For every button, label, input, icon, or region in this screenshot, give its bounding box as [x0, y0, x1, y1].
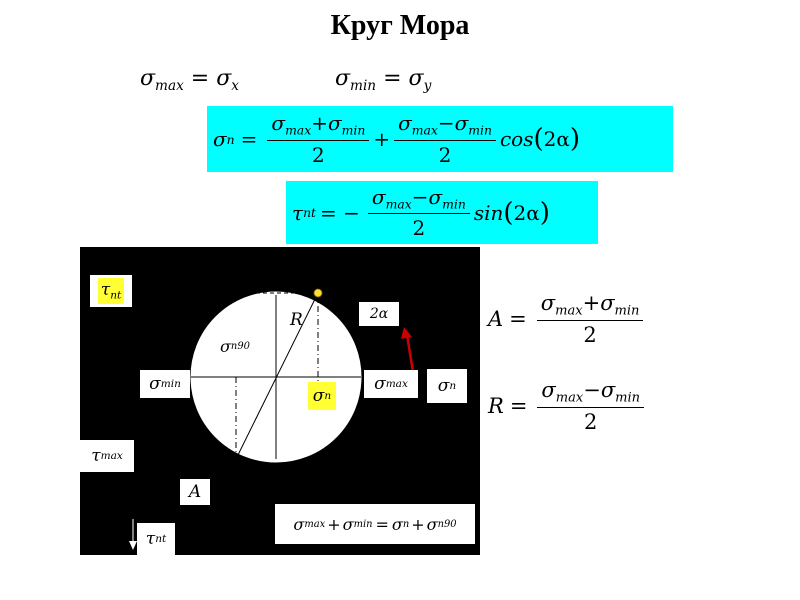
right-paren: )	[569, 124, 581, 154]
fraction-denominator: 2	[311, 142, 325, 167]
a-symbol: A	[488, 307, 504, 331]
left-paren: (	[533, 124, 544, 154]
two-alpha: 2α	[543, 127, 570, 151]
r-symbol: R	[488, 394, 504, 418]
subscript-n: n	[226, 131, 235, 147]
sigma-symbol: σ	[216, 66, 232, 91]
sigma-symbol: σ	[408, 66, 424, 91]
center-a-label: A	[180, 479, 210, 505]
fraction-numerator: σmax−σmin	[394, 111, 496, 141]
a-formula: A = σmax+σmin 2	[482, 284, 653, 354]
tau-nt-label-box: τnt	[90, 275, 132, 307]
fraction-denominator: 2	[412, 216, 426, 241]
sigma-symbol: σ	[140, 66, 156, 91]
page-title: Круг Мора	[330, 10, 470, 41]
equals-sign: =	[383, 66, 402, 91]
fraction-radius: σmax−σmin 2	[394, 111, 496, 167]
sigma-min-equals-sigma-y: σmin = σy	[335, 66, 431, 94]
stress-point	[313, 288, 323, 298]
left-paren: (	[503, 197, 514, 228]
radius-label: R	[290, 310, 303, 330]
fraction-denominator: 2	[438, 142, 452, 167]
fraction-denominator: 2	[584, 410, 598, 435]
equals-sign: =	[190, 66, 210, 91]
sigma-symbol: σ	[335, 66, 351, 91]
subscript-y: y	[423, 77, 432, 94]
equals-sign: =	[509, 307, 527, 331]
fraction-mean: σmax+σmin 2	[267, 111, 370, 167]
fraction-numerator: σmax−σmin	[367, 185, 470, 215]
plus-sign: +	[373, 127, 391, 151]
subscript-max: max	[155, 77, 184, 94]
fraction-numerator: σmax+σmin	[267, 111, 370, 141]
two-alpha-label: 2α	[359, 302, 399, 326]
equals-sign: =	[240, 127, 258, 151]
two-alpha: 2α	[513, 200, 540, 225]
r-formula: R = σmax−σmin 2	[482, 371, 654, 441]
subscript-min: min	[350, 77, 377, 94]
sigma-max-equals-sigma-x: σmax = σx	[140, 66, 239, 94]
fraction-numerator: σmax+σmin	[536, 291, 644, 322]
fraction-mean: σmax+σmin 2	[536, 291, 644, 348]
fraction-radius: σmax−σmin 2	[367, 185, 470, 241]
rotation-arrow-head	[401, 327, 412, 339]
subscript-nt: nt	[303, 205, 317, 220]
equals-sign: =	[509, 394, 528, 418]
sin-function: sin	[473, 200, 504, 225]
fraction-radius: σmax−σmin 2	[537, 378, 645, 435]
rotation-arrow-line	[405, 334, 415, 373]
mohr-circle-drawing	[129, 288, 436, 550]
right-paren: )	[539, 197, 550, 228]
tau-nt-arrow-head	[129, 541, 137, 550]
fraction-denominator: 2	[583, 323, 597, 348]
subscript-x: x	[231, 77, 239, 94]
radius-line	[235, 292, 319, 460]
tau-symbol: τ	[292, 200, 304, 225]
equals-minus-sign: = −	[320, 200, 360, 225]
sigma-symbol: σ	[213, 127, 227, 151]
fraction-numerator: σmax−σmin	[537, 378, 645, 409]
cos-function: cos	[499, 127, 534, 151]
tau-nt-label: τnt	[97, 278, 125, 304]
